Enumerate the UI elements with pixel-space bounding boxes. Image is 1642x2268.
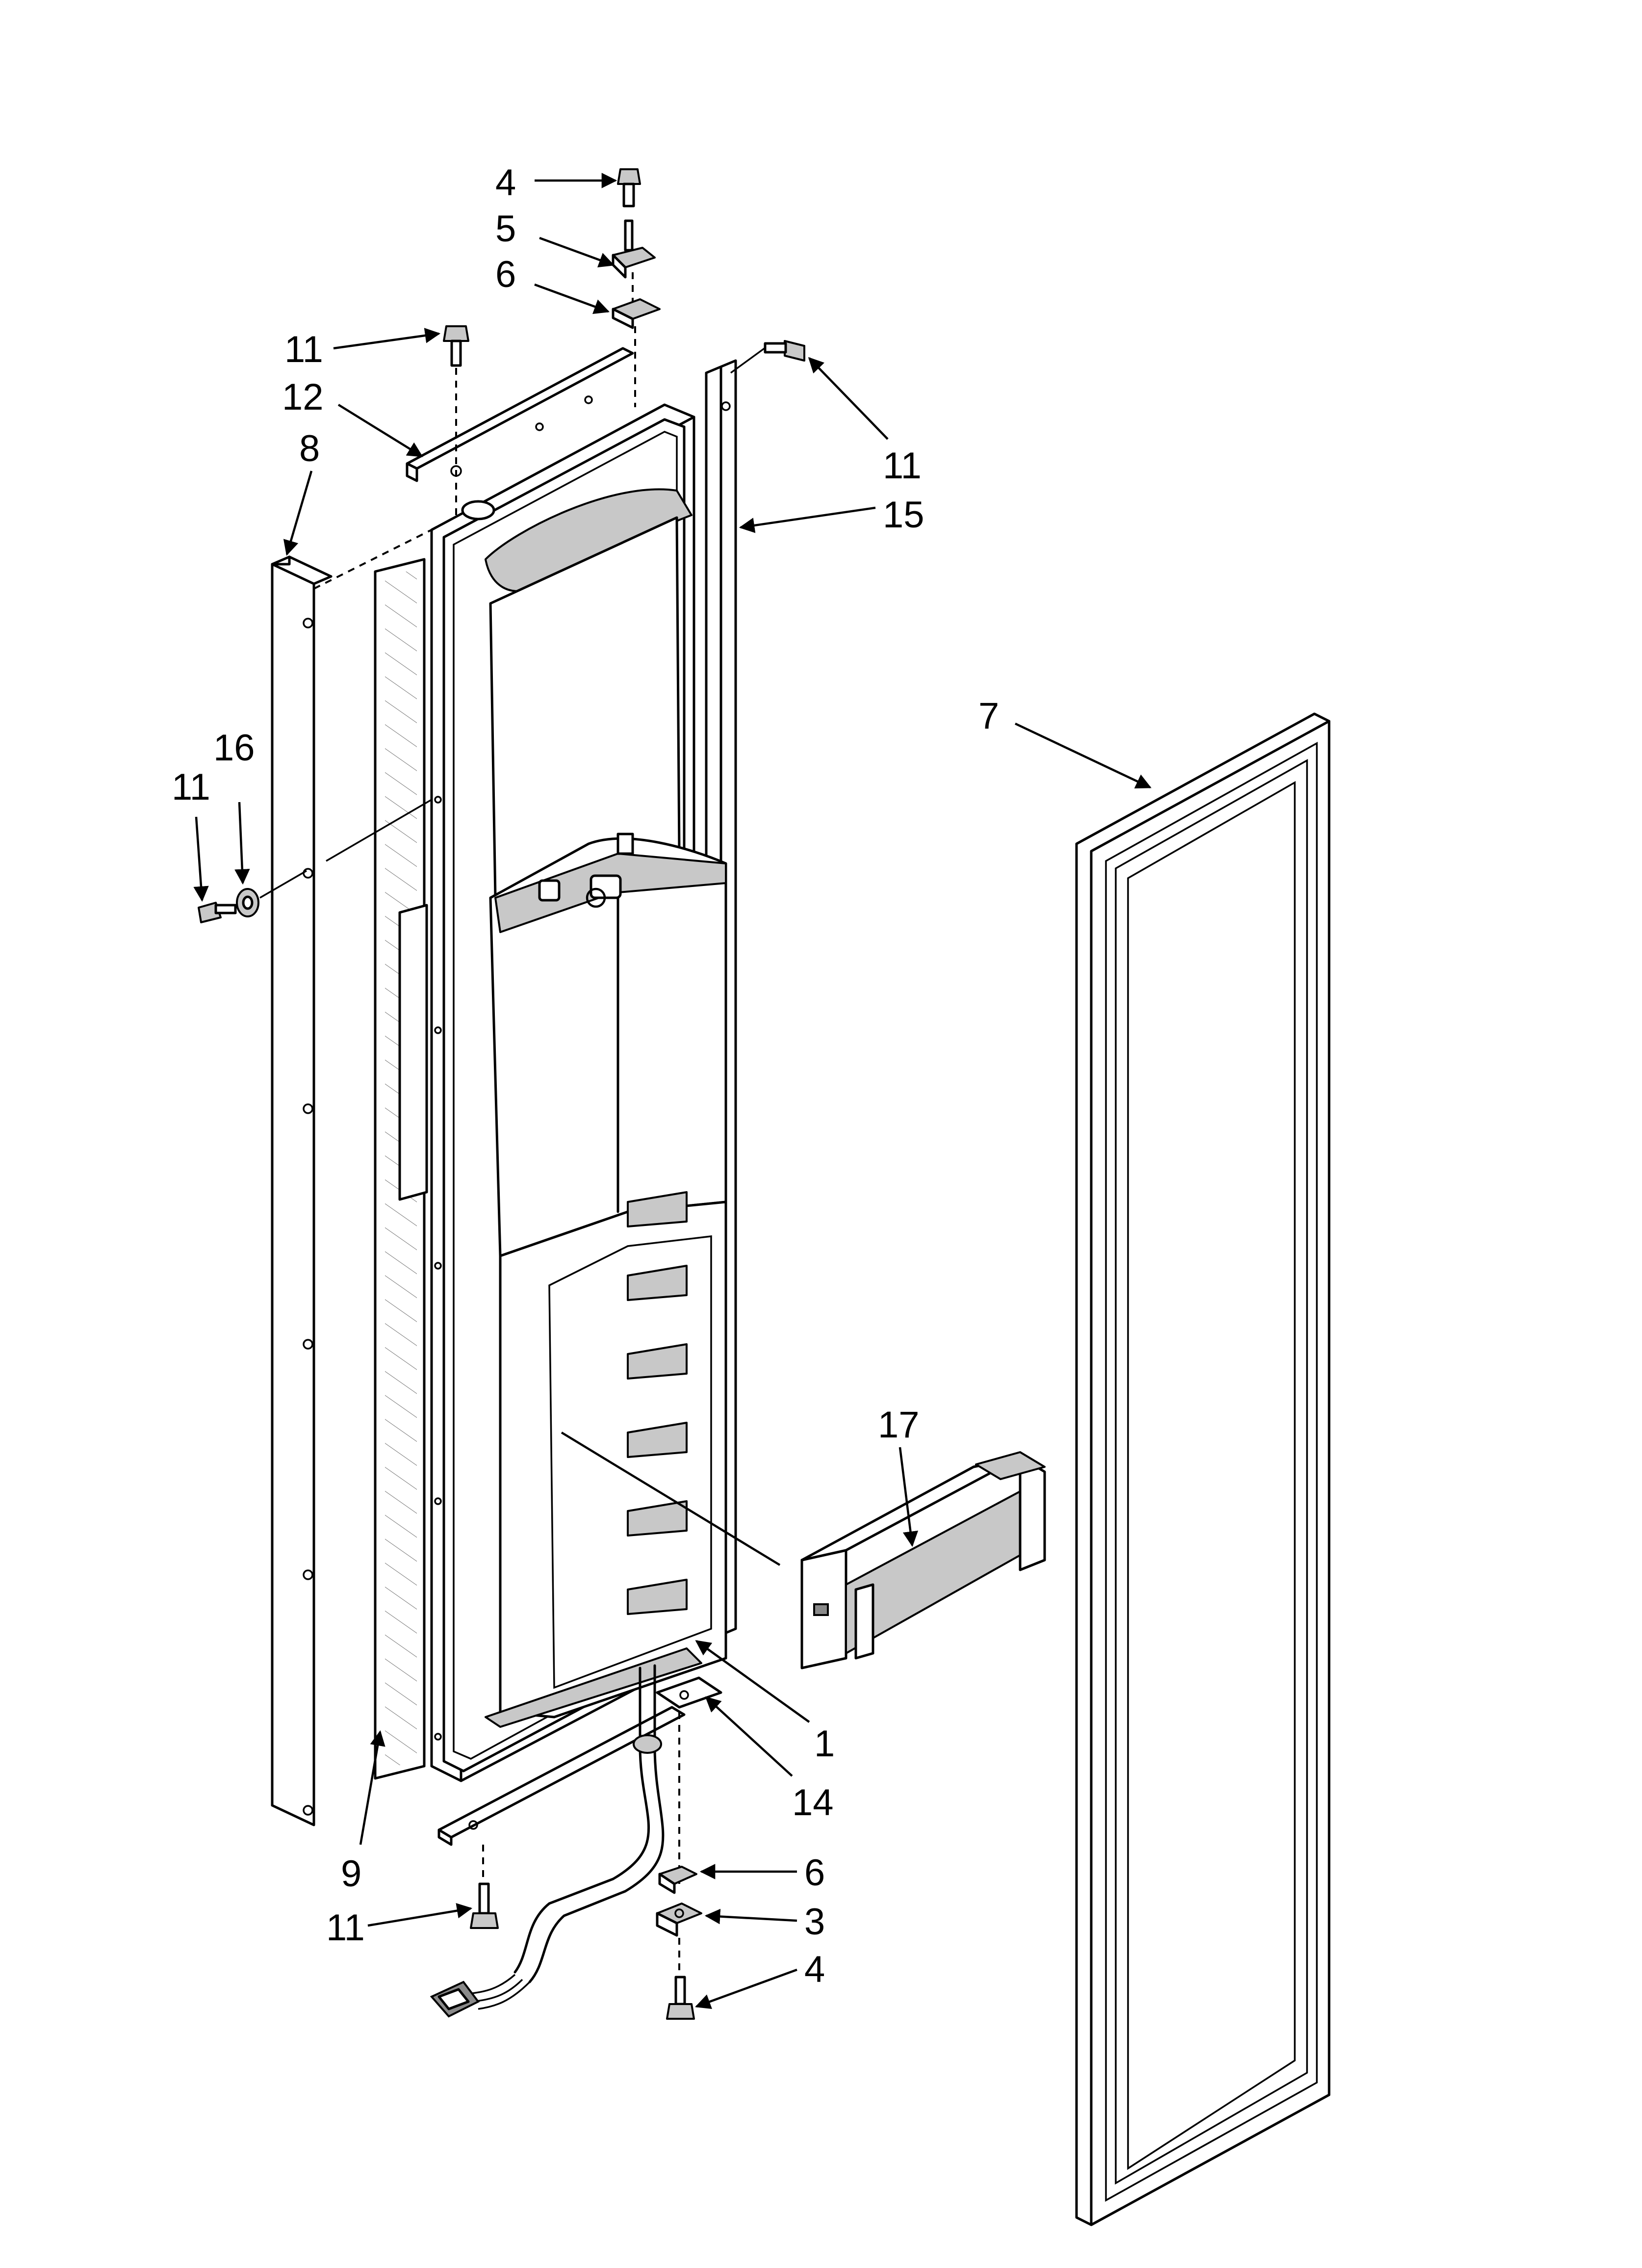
- callout-8: 8: [299, 428, 320, 469]
- part-9-panel: [374, 558, 428, 1780]
- screws: [198, 325, 805, 923]
- leader-lines: [193, 173, 1152, 2009]
- callout-4-top: 4: [495, 162, 516, 204]
- callout-9: 9: [341, 1853, 361, 1895]
- part-8-hinge-trim: [271, 555, 333, 1826]
- callout-11-bottom: 11: [326, 1907, 365, 1949]
- bottom-hinge-hardware: [470, 1712, 702, 2020]
- part-1-door-assembly: [430, 403, 727, 1782]
- callout-4-bottom: 4: [804, 1949, 825, 1990]
- callout-1: 1: [814, 1723, 835, 1765]
- callout-11-top-left: 11: [284, 329, 323, 370]
- part-12-top-bracket: [406, 347, 634, 482]
- callout-15: 15: [883, 494, 924, 536]
- callout-14: 14: [792, 1782, 834, 1824]
- callout-3: 3: [804, 1901, 825, 1943]
- callout-6-bottom: 6: [804, 1852, 825, 1894]
- callout-7: 7: [978, 695, 999, 737]
- part-7-gasket: [1075, 712, 1331, 2226]
- callout-11-top-right: 11: [883, 445, 922, 487]
- callout-labels: 4 5 6 11 12 8 11 15 16 11 7 17 1 14 9 6 …: [172, 162, 999, 1990]
- callout-11-left: 11: [172, 766, 210, 808]
- callout-16: 16: [213, 727, 255, 769]
- callout-12: 12: [282, 376, 324, 418]
- callout-5: 5: [495, 208, 516, 250]
- top-hinge-hardware: [612, 168, 661, 407]
- callout-6-top: 6: [495, 254, 516, 295]
- shelf-clips: [627, 1191, 688, 1615]
- part-17-door-bin: [800, 1451, 1046, 1669]
- part-14-bottom-bracket: [437, 1676, 722, 1846]
- callout-17: 17: [878, 1404, 920, 1446]
- wire-harness: [430, 1664, 665, 2018]
